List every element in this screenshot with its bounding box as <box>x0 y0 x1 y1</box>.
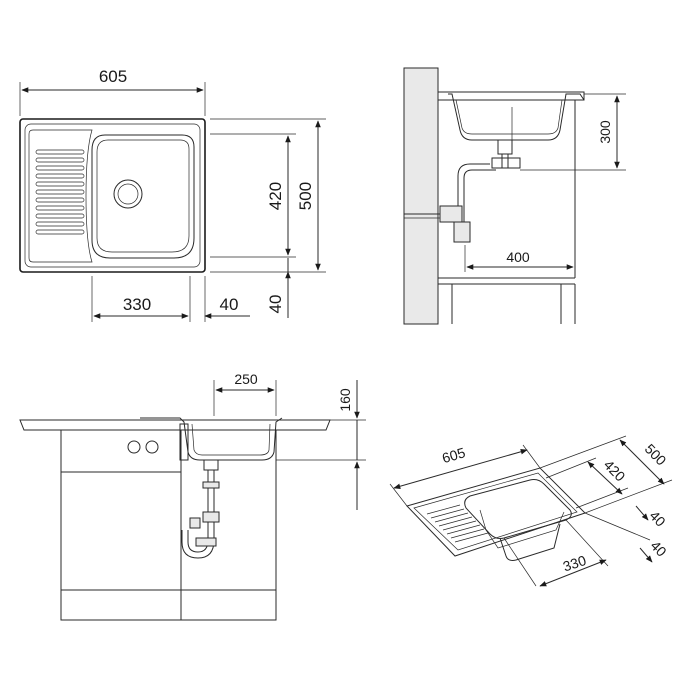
iso-dim-40-a: 40 <box>646 507 668 529</box>
dim-40-vertical: 40 <box>266 295 285 314</box>
isometric-view: 605 500 420 40 40 330 <box>389 435 673 587</box>
front-view: 250 160 <box>19 371 366 621</box>
dim-250: 250 <box>234 371 258 387</box>
dim-160: 160 <box>337 388 353 412</box>
dim-400: 400 <box>506 249 530 265</box>
dim-300: 300 <box>597 120 613 144</box>
top-view: 605 420 500 40 330 40 <box>19 67 326 322</box>
sink-bowl <box>91 134 195 259</box>
bowl-profile <box>448 93 585 141</box>
iso-dim-500: 500 <box>642 441 670 469</box>
side-view: 300 400 <box>403 67 626 325</box>
dim-330: 330 <box>123 295 151 314</box>
sink-outline <box>19 118 206 273</box>
bowl-front-profile <box>140 417 283 461</box>
drain-hole <box>113 179 143 209</box>
iso-dim-40-b: 40 <box>647 537 669 559</box>
iso-dim-330: 330 <box>561 552 588 575</box>
iso-dim-605: 605 <box>440 444 467 466</box>
dim-40-horizontal: 40 <box>220 295 239 314</box>
dim-420: 420 <box>266 182 285 210</box>
dim-605: 605 <box>99 67 127 86</box>
dim-500: 500 <box>296 182 315 210</box>
iso-dim-420: 420 <box>601 457 629 485</box>
drainer-ribs <box>35 149 85 235</box>
wall <box>403 67 439 325</box>
iso-drainer-ribs <box>426 504 489 543</box>
countertop <box>19 419 331 431</box>
drainer-board <box>28 129 93 263</box>
